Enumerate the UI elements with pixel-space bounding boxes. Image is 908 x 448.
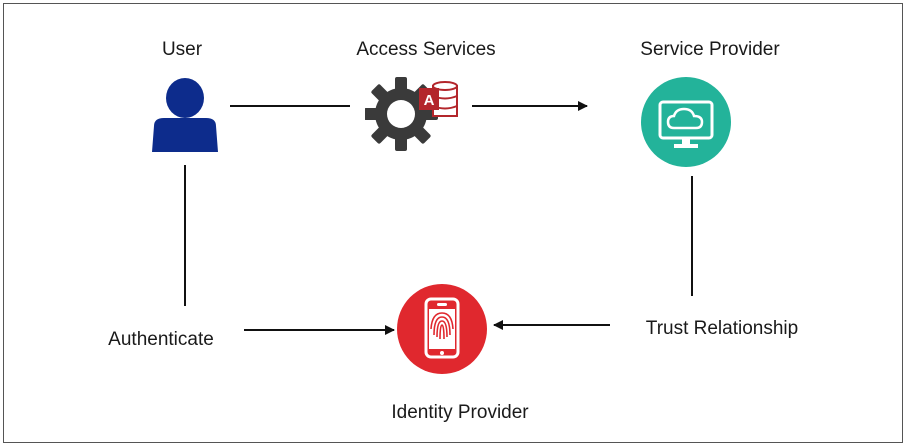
fingerprint-phone-icon bbox=[397, 284, 487, 374]
identity-provider-label: Identity Provider bbox=[391, 402, 529, 423]
cloud-monitor-icon bbox=[641, 77, 731, 167]
access-services-label: Access Services bbox=[356, 39, 496, 60]
user-icon bbox=[152, 78, 218, 152]
trust-relationship-label: Trust Relationship bbox=[645, 318, 799, 339]
authenticate-label: Authenticate bbox=[108, 329, 214, 350]
service-provider-label: Service Provider bbox=[640, 39, 780, 60]
svg-text:A: A bbox=[424, 92, 435, 109]
user-label: User bbox=[161, 39, 203, 60]
gear-database-icon: A bbox=[365, 77, 458, 151]
